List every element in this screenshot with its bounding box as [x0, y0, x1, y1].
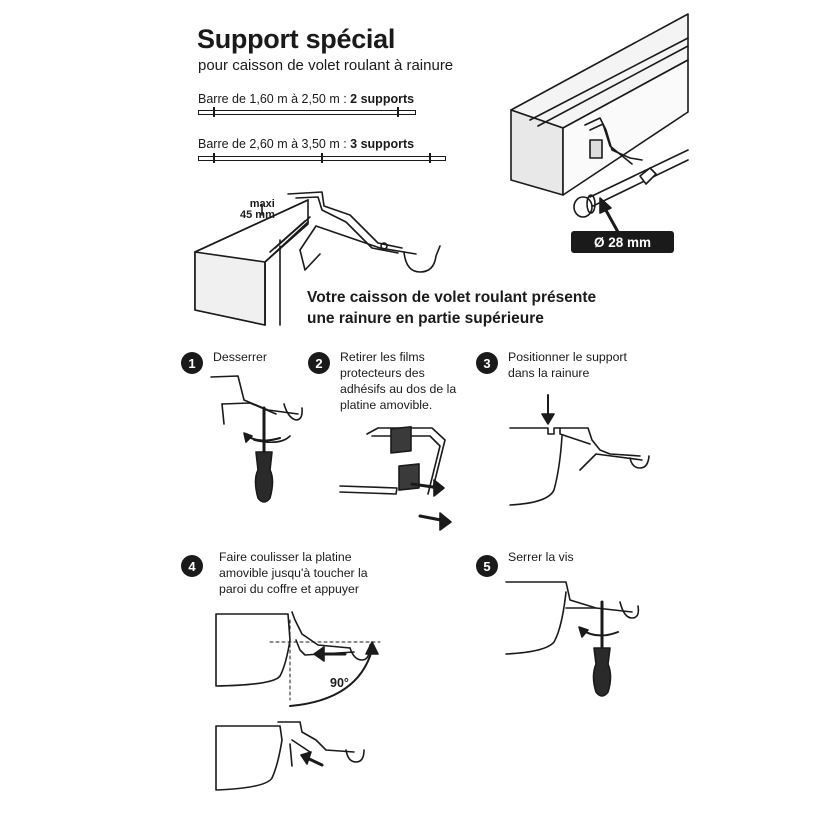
step-2-badge: 2 [308, 352, 330, 374]
diameter-arrow [599, 197, 620, 234]
support-mark [397, 107, 399, 117]
page-subtitle: pour caisson de volet roulant à rainure [198, 57, 454, 74]
step-3-badge: 3 [476, 352, 498, 374]
bar-long-diagram [198, 153, 446, 163]
bar-short-diagram [198, 107, 416, 117]
step4-bottom-illustration [215, 721, 365, 791]
step-1-badge: 1 [181, 352, 203, 374]
step-3-text: Positionner le support dans la rainure [508, 350, 627, 380]
overview-rod-illustration [573, 149, 689, 218]
bar-label-long: Barre de 2,60 m à 3,50 m : 3 supports [198, 137, 415, 151]
support-mark [213, 153, 215, 163]
step-5-badge: 5 [476, 555, 498, 577]
step-5-text: Serrer la vis [508, 550, 574, 564]
support-mark [321, 153, 323, 163]
step4-top-illustration [215, 611, 381, 707]
step5-illustration [505, 581, 640, 697]
step-1-text: Desserrer [213, 350, 267, 364]
step2-illustration [339, 425, 452, 531]
angle-label: 90° [330, 676, 349, 690]
groove-box-illustration [194, 199, 311, 326]
step-4-text: Faire coulisser la platine amovible jusq… [219, 550, 368, 596]
overview-box-illustration [510, 13, 689, 196]
section-heading: Votre caisson de volet roulant présente … [307, 289, 597, 327]
step1-illustration [210, 375, 303, 503]
bracket-illustration [261, 191, 441, 273]
step-2-text: Retirer les films protecteurs des adhési… [340, 350, 457, 412]
support-mark [213, 107, 215, 117]
page-title: Support spécial [197, 24, 396, 54]
diameter-badge: Ø 28 mm [571, 231, 674, 253]
support-mark [429, 153, 431, 163]
maxi-label: maxi 45 mm [240, 198, 275, 221]
bar-label-short: Barre de 1,60 m à 2,50 m : 2 supports [198, 92, 415, 106]
step-4-badge: 4 [181, 555, 203, 577]
step3-illustration [509, 394, 650, 506]
